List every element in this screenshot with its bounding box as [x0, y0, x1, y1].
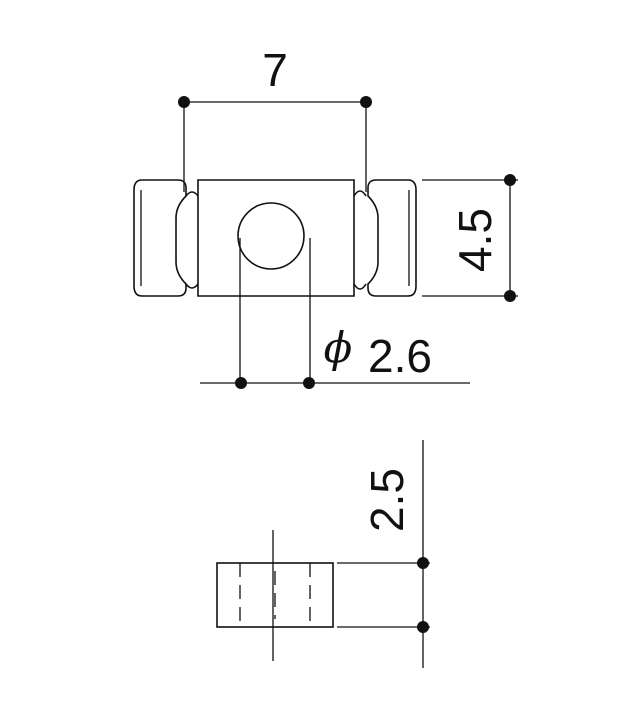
main-body [197, 179, 355, 297]
dim-height-label: 4.5 [449, 208, 501, 272]
right-neck-groove [353, 190, 367, 197]
dim-thickness-label: 2.5 [361, 468, 413, 532]
dim-hole-terminator-right [303, 377, 315, 389]
dim-length: 7 [178, 44, 372, 192]
dim-height: 4.5 [422, 174, 518, 302]
dim-hole-terminator-left [235, 377, 247, 389]
dim-length-terminator-right [360, 96, 372, 108]
diameter-symbol: ϕ [324, 323, 353, 372]
dim-length-label: 7 [262, 44, 288, 96]
dim-hole-diameter: ϕ 2.6 [200, 238, 470, 389]
left-end-cap [133, 179, 187, 297]
dim-thickness: 2.5 [337, 440, 430, 668]
left-neck-groove [185, 191, 199, 197]
side-body [216, 562, 334, 628]
dim-length-terminator-left [178, 96, 190, 108]
side-view [216, 530, 334, 661]
right-end-cap [367, 179, 417, 297]
center-hole [237, 202, 305, 270]
top-view [133, 179, 417, 297]
dim-thickness-terminator-bottom [417, 621, 429, 633]
dim-thickness-terminator-top [417, 557, 429, 569]
dim-height-terminator-top [504, 174, 516, 186]
dim-height-terminator-bottom [504, 290, 516, 302]
dim-hole-label: 2.6 [368, 330, 432, 382]
